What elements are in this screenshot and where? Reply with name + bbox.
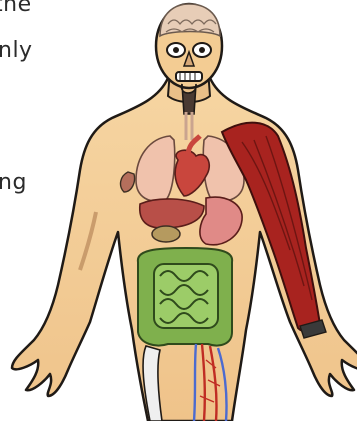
small-intestine <box>154 264 218 328</box>
gallbladder <box>152 226 180 242</box>
